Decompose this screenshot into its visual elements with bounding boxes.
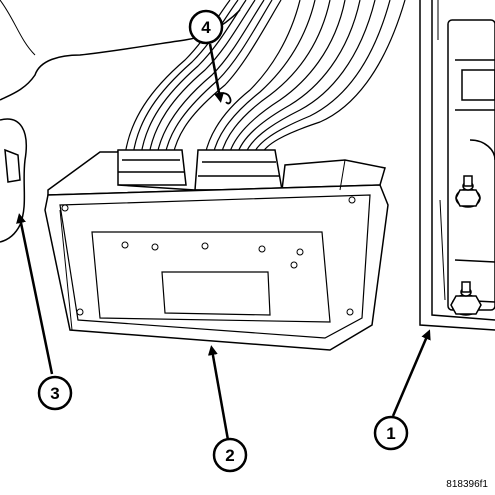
control-module — [44, 151, 389, 351]
ground-clip — [214, 92, 232, 105]
module-mounting-holes — [61, 196, 356, 316]
callout-4: 4 — [188, 9, 224, 45]
callout-3-label: 3 — [50, 384, 59, 403]
wiring-harness — [124, 0, 406, 156]
connector-left — [113, 149, 187, 186]
leader-arrow-4 — [208, 43, 225, 103]
leader-arrow-3 — [16, 213, 54, 375]
callout-3: 3 — [37, 375, 73, 411]
callout-2: 2 — [212, 437, 248, 473]
fastener-upper — [455, 175, 481, 208]
connector-right — [194, 149, 283, 191]
leader-arrow-1 — [391, 329, 431, 417]
figure-reference: 818396f1 — [446, 479, 488, 490]
mounting-bracket-right — [419, 0, 495, 331]
fastener-lower — [450, 281, 482, 316]
callout-4-label: 4 — [201, 18, 211, 37]
callout-1: 1 — [373, 415, 409, 451]
callout-2-label: 2 — [225, 446, 234, 465]
leader-arrow-2 — [207, 345, 230, 441]
callout-1-label: 1 — [386, 424, 395, 443]
leader-lines — [16, 43, 431, 441]
